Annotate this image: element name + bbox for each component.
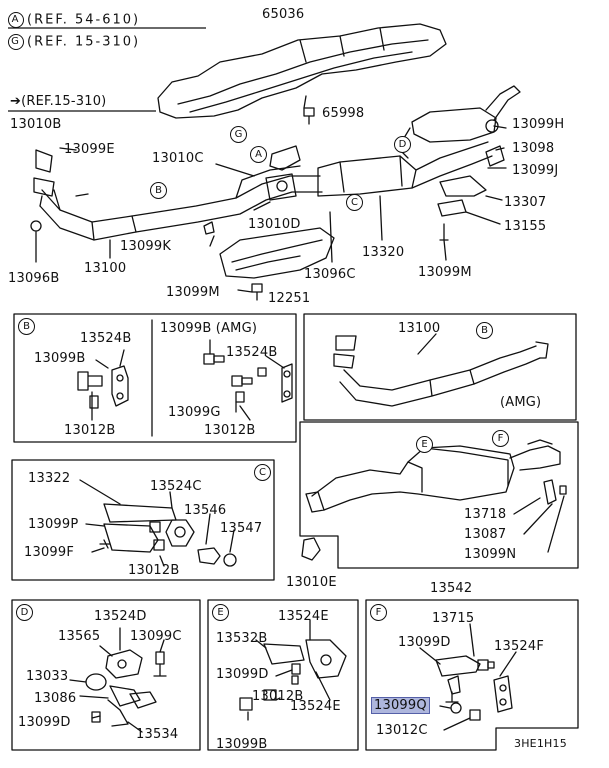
- part-13099H: 13099H: [512, 117, 565, 132]
- panel-c-13099F: 13099F: [24, 545, 75, 560]
- panel-d-frame: [11, 599, 201, 751]
- bolt-65998: [303, 107, 315, 125]
- panel-d-13524D: 13524D: [94, 609, 147, 624]
- panel-b-13012B-left: 13012B: [64, 423, 116, 438]
- reference-arrow: ➔(REF.15-310): [10, 95, 106, 108]
- part-13099M-left: 13099M: [166, 285, 220, 300]
- ref-g-letter: G: [8, 34, 24, 50]
- ref-underline: [8, 110, 156, 112]
- callout-d: D: [394, 136, 411, 153]
- part-13096B: 13096B: [8, 271, 60, 286]
- panel-c-13547: 13547: [220, 521, 263, 536]
- panel-c-13524C: 13524C: [150, 479, 202, 494]
- panel-e-letter: E: [212, 604, 229, 621]
- panel-f-letter: F: [370, 604, 387, 621]
- ref-g-text: (REF. 15-310): [27, 34, 141, 50]
- callout-b: B: [150, 182, 167, 199]
- panel-d-13565: 13565: [58, 629, 101, 644]
- part-13096C: 13096C: [304, 267, 356, 282]
- callout-c: C: [346, 194, 363, 211]
- panel-d-13099D: 13099D: [18, 715, 71, 730]
- panel-b-letter: B: [18, 318, 35, 335]
- panel-d-13086: 13086: [34, 691, 77, 706]
- arrow-right-icon: ➔: [10, 94, 22, 109]
- part-13010D: 13010D: [248, 217, 301, 232]
- ref-arrow-text: (REF.15-310): [21, 94, 107, 109]
- panel-muffler-letter-e: E: [416, 436, 433, 453]
- panel-b-13524B-left: 13524B: [80, 331, 132, 346]
- panel-c-13099P: 13099P: [28, 517, 79, 532]
- part-65036: 65036: [262, 7, 305, 22]
- ref-a-underline: [8, 27, 206, 29]
- part-13099K: 13099K: [120, 239, 172, 254]
- part-13320: 13320: [362, 245, 405, 260]
- panel-amg-13100: 13100: [398, 321, 441, 336]
- heat-shield-13096C: [219, 227, 335, 279]
- panel-f-frame: [365, 599, 579, 751]
- center-muffler-13320: [317, 155, 417, 197]
- panel-c-13012B: 13012B: [128, 563, 180, 578]
- diagram-code: 3HE1H15: [514, 737, 567, 750]
- part-13099N: 13099N: [464, 547, 517, 562]
- part-13155: 13155: [504, 219, 547, 234]
- part-12251: 12251: [268, 291, 311, 306]
- callout-a: A: [250, 146, 267, 163]
- panel-e-13012B: 13012B: [252, 689, 304, 704]
- panel-f-13099D: 13099D: [398, 635, 451, 650]
- panel-b-13012B-right: 13012B: [204, 423, 256, 438]
- panel-b-13524B-right: 13524B: [226, 345, 278, 360]
- panel-b-13099B-amg: 13099B (AMG): [160, 321, 258, 336]
- hanger-13307: [439, 175, 487, 197]
- part-13010C: 13010C: [152, 151, 204, 166]
- panel-c-13546: 13546: [184, 503, 227, 518]
- panel-e-13099D: 13099D: [216, 667, 269, 682]
- part-13099M-right: 13099M: [418, 265, 472, 280]
- part-13718: 13718: [464, 507, 507, 522]
- part-13542: 13542: [430, 581, 473, 596]
- panel-c-frame: [11, 459, 275, 581]
- panel-d-letter: D: [16, 604, 33, 621]
- panel-amg-letter: B: [476, 322, 493, 339]
- part-13087: 13087: [464, 527, 507, 542]
- heat-shield-65036: [157, 23, 447, 119]
- callout-g: G: [230, 126, 247, 143]
- panel-e-13532B: 13532B: [216, 631, 268, 646]
- panel-e-13524E-bottom: 13524E: [290, 699, 341, 714]
- part-65998: 65998: [322, 106, 365, 121]
- panel-e-13524E-top: 13524E: [278, 609, 329, 624]
- part-13010E: 13010E: [286, 575, 337, 590]
- front-pipe-13100: [41, 175, 321, 223]
- panel-b-13099B-left: 13099B: [34, 351, 86, 366]
- panel-amg-label: (AMG): [500, 395, 542, 410]
- panel-b-frame: [13, 313, 297, 443]
- panel-f-13524F: 13524F: [494, 639, 545, 654]
- panel-f-13099Q-highlighted[interactable]: 13099Q: [371, 697, 430, 714]
- panel-amg-frame: [303, 313, 577, 421]
- panel-muffler-frame: [299, 421, 579, 569]
- panel-d-13099C: 13099C: [130, 629, 182, 644]
- panel-d-13033: 13033: [26, 669, 69, 684]
- panel-f-13715: 13715: [432, 611, 475, 626]
- part-13099E: 13099E: [64, 142, 115, 157]
- panel-b-13099G: 13099G: [168, 405, 221, 420]
- panel-e-13099B: 13099B: [216, 737, 268, 752]
- reference-g: G(REF. 15-310): [8, 34, 140, 50]
- part-13098: 13098: [512, 141, 555, 156]
- panel-c-letter: C: [254, 464, 271, 481]
- part-13099J: 13099J: [512, 163, 559, 178]
- part-13010B: 13010B: [10, 117, 62, 132]
- panel-f-13012C: 13012C: [376, 723, 428, 738]
- panel-muffler-letter-f: F: [492, 430, 509, 447]
- part-13307: 13307: [504, 195, 547, 210]
- panel-e-frame: [207, 599, 359, 751]
- part-13100: 13100: [84, 261, 127, 276]
- panel-c-13322: 13322: [28, 471, 71, 486]
- ref-a-text: (REF. 54-610): [27, 12, 141, 28]
- panel-d-13534: 13534: [136, 727, 179, 742]
